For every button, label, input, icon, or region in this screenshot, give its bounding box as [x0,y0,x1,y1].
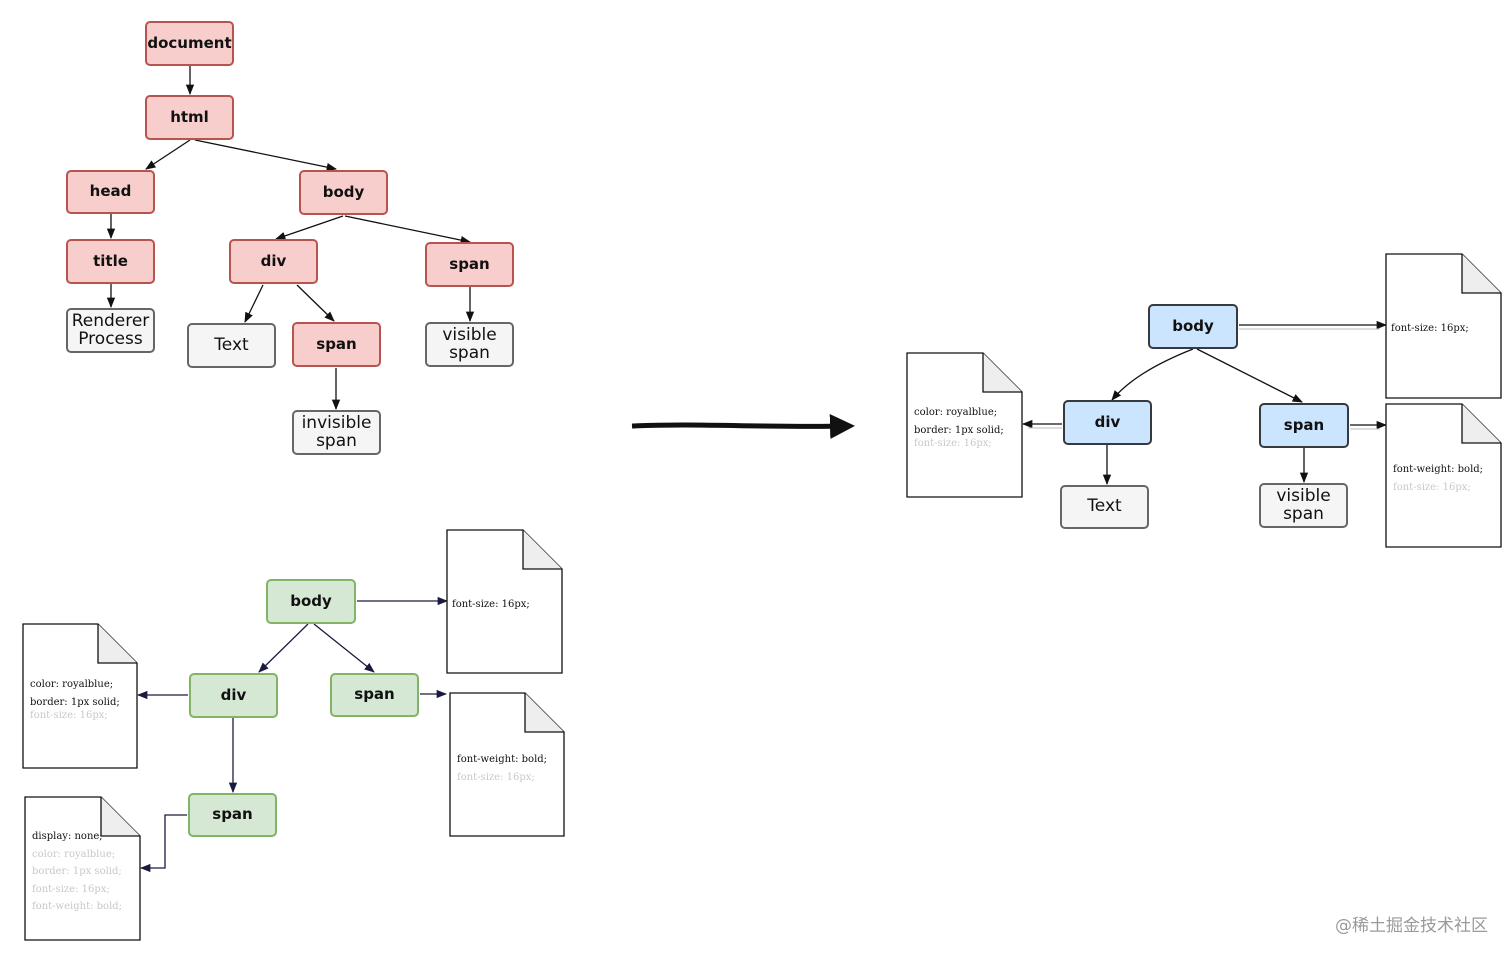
layout-body-note-line: font-size: 16px; [1391,323,1469,334]
node-visible-span-label: visible span [442,324,497,363]
node-renderer-process-label: Renderer Process [71,310,150,349]
node-title-label: title [93,251,128,270]
layout-node-body-label: body [1172,316,1214,335]
layout-div-note-line: color: royalblue; [914,407,998,418]
edge-div-text [244,284,264,323]
layout-span-note: font-weight: bold; font-size: 16px; [1385,403,1502,548]
edge-html-head [145,139,191,170]
style-edge-body-span [313,623,375,673]
node-head-label: head [89,182,132,201]
node-span-label: span [449,254,490,273]
node-div: div [229,239,318,284]
style-div-note-line: border: 1px solid; [30,696,120,708]
style-span-child-note-line: display: none; [32,831,103,842]
node-invisible-span-label: invisible span [301,412,372,451]
node-document-label: document [147,33,232,52]
node-text: Text [187,323,276,368]
layout-span-note-line: font-weight: bold; [1393,464,1484,475]
style-edge-span-child-note [139,814,187,873]
layout-span-note-inherited-line: font-size: 16px; [1393,481,1471,493]
style-span-child-note-inherited-line: font-size: 16px; [32,883,110,895]
layout-node-span-label: span [1283,415,1325,434]
node-div-label: div [260,251,287,270]
style-div-note: color: royalblue; border: 1px solid; font-… [22,623,138,769]
style-node-span-label: span [354,685,395,704]
layout-div-note-line: border: 1px solid; [914,424,1004,436]
edge-html-body [194,139,338,172]
style-node-body-label: body [290,591,332,610]
style-span-note-inherited-line: font-size: 16px; [457,771,535,783]
watermark: @稀土掘金技术社区 [1335,916,1488,936]
node-document: document [145,21,234,66]
edge-body-div [275,215,344,240]
node-inner-span-label: span [316,334,357,353]
style-span-child-note-inherited-line: color: royalblue; [32,848,116,860]
layout-div-note: color: royalblue; border: 1px solid; font-… [906,352,1023,498]
style-body-note: font-size: 16px; [446,529,563,674]
node-invisible-span: invisible span [292,410,381,455]
edge-body-span [344,215,472,245]
node-renderer-process: Renderer Process [66,308,155,353]
node-body: body [299,170,388,215]
style-node-span: span [330,673,419,717]
layout-edge-body-div [1111,348,1194,401]
edge-div-span [296,284,335,322]
style-span-child-note-inherited-line: border: 1px solid; [32,866,122,877]
style-node-span-child: span [188,793,277,837]
style-div-note-inherited-line: font-size: 16px; [30,710,108,721]
node-title: title [66,239,155,284]
node-inner-span: span [292,322,381,367]
layout-node-visible-span: visible span [1259,483,1348,528]
layout-edge-body-span [1196,348,1303,403]
node-head: head [66,170,155,214]
layout-node-div: div [1063,400,1152,445]
node-body-label: body [322,182,365,201]
style-div-note-line: color: royalblue; [30,679,114,690]
layout-div-note-inherited-line: font-size: 16px; [914,438,992,449]
style-node-span-child-label: span [212,805,253,824]
node-html-label: html [170,107,209,126]
style-span-note: font-weight: bold; font-size: 16px; [449,692,565,837]
style-body-note-line: font-size: 16px; [452,599,530,610]
layout-body-note: font-size: 16px; [1385,253,1502,399]
layout-node-text-label: Text [1087,496,1122,517]
layout-node-span: span [1259,403,1349,448]
style-span-child-note-inherited-line: font-weight: bold; [32,901,123,912]
style-span-child-note: display: none; color: royalblue; border: 1… [24,796,141,941]
style-node-div-label: div [220,685,247,704]
transition-arrow [631,414,855,439]
node-visible-span: visible span [425,322,514,367]
style-node-div: div [189,673,278,718]
layout-node-text: Text [1060,485,1149,529]
node-span: span [425,242,514,287]
node-text-label: Text [214,334,249,355]
style-span-note-line: font-weight: bold; [457,754,548,765]
layout-node-body: body [1148,304,1238,349]
layout-node-visible-span-label: visible span [1276,485,1331,524]
style-edge-body-div [258,623,309,673]
layout-node-div-label: div [1094,412,1121,431]
style-node-body: body [266,579,356,624]
node-html: html [145,95,234,140]
